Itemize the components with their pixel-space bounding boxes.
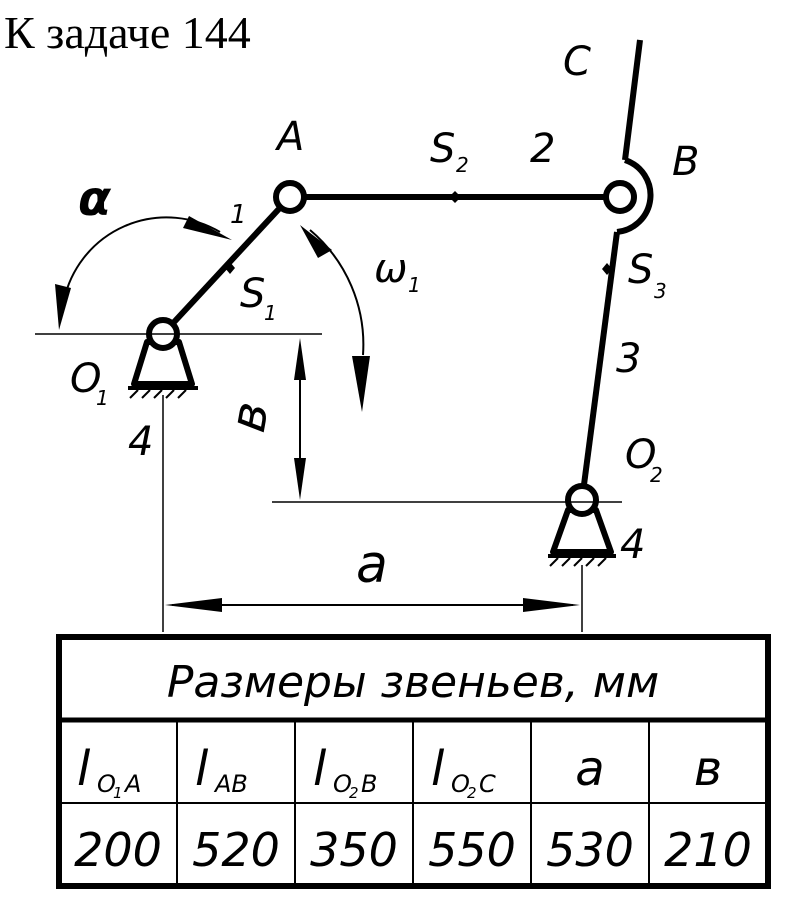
label-omega: ω [374, 246, 408, 292]
col-4-symbol: a [575, 741, 604, 797]
label-S3: S [628, 247, 653, 293]
label-dim-b: в [218, 397, 280, 436]
col-1-subscript: AB [213, 770, 248, 798]
label-link-2: 2 [530, 126, 555, 172]
col-3-subsubscript: 2 [467, 784, 477, 802]
col-3-subscript-tail: C [479, 770, 496, 798]
col-1-value: 520 [192, 823, 280, 877]
col-2-subscript-tail: B [361, 770, 377, 798]
point-S1 [225, 262, 235, 274]
label-O1-sub: 1 [96, 386, 109, 410]
col-3-symbol: l [431, 741, 445, 797]
col-0-subsubscript: 1 [113, 784, 123, 802]
link-1-crank [160, 194, 293, 337]
link-3-rocker-upper [622, 39, 643, 161]
label-B: B [672, 139, 699, 185]
label-dim-a: a [356, 535, 388, 595]
link-3-rocker-lower [579, 231, 620, 501]
col-5-value: 210 [664, 823, 752, 877]
dimension-b [294, 338, 306, 500]
table-header: Размеры звеньев, мм [167, 657, 659, 708]
label-alpha: α [78, 171, 112, 227]
label-ground-O2: 4 [620, 522, 645, 568]
point-S2 [449, 191, 461, 203]
col-5-symbol: в [694, 741, 722, 797]
joint-B [603, 180, 637, 214]
col-3-value: 550 [428, 823, 516, 877]
col-2-symbol: l [313, 741, 327, 797]
col-4-value: 530 [546, 823, 634, 877]
dimension-a [165, 598, 580, 612]
joint-A [273, 180, 307, 214]
col-0-value: 200 [74, 823, 162, 877]
col-2-subsubscript: 2 [349, 784, 359, 802]
label-S3-sub: 3 [654, 279, 667, 303]
angular-velocity-arc [300, 225, 370, 412]
label-O1: O [70, 356, 101, 402]
label-S2: S [430, 126, 455, 172]
label-ground-O1: 4 [128, 419, 153, 465]
col-0-subscript: O [97, 770, 116, 798]
col-3-subscript: O [451, 770, 470, 798]
point-S3 [602, 263, 612, 275]
label-C: C [563, 39, 591, 85]
col-0-symbol: l [77, 741, 91, 797]
col-2-value: 350 [310, 823, 398, 877]
col-1-symbol: l [195, 741, 209, 797]
label-link-1: 1 [230, 200, 247, 230]
label-O2-sub: 2 [650, 463, 663, 487]
label-O2: O [625, 432, 656, 478]
label-S1: S [240, 271, 265, 317]
label-A: A [274, 114, 304, 160]
col-0-subscript-tail: A [123, 770, 141, 798]
col-2-subscript: O [333, 770, 352, 798]
support-O2 [548, 483, 616, 567]
support-O1 [128, 317, 198, 399]
label-omega-sub: 1 [408, 273, 421, 297]
label-link-3: 3 [616, 336, 641, 382]
link-3-hook [616, 157, 654, 235]
angle-alpha-arc [55, 216, 232, 330]
label-S2-sub: 2 [456, 153, 469, 177]
page-title: К задаче 144 [4, 7, 251, 58]
label-S1-sub: 1 [264, 301, 277, 325]
